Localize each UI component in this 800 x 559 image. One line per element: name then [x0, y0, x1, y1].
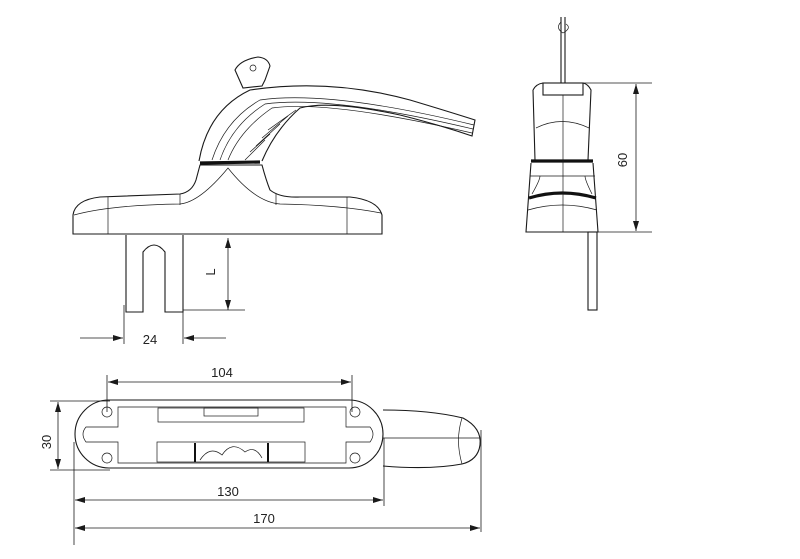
key-icon	[234, 56, 271, 89]
dimension-60: 60	[583, 82, 652, 233]
dimension-label-60: 60	[615, 153, 630, 167]
top-view: 104 30 130 170	[39, 365, 482, 545]
dimension-130: 130	[73, 438, 385, 545]
dimension-L: L	[183, 238, 245, 311]
dimension-24: 24	[80, 305, 226, 347]
dimension-label-170: 170	[253, 511, 275, 526]
dimension-30: 30	[39, 400, 110, 471]
front-view: 60	[525, 17, 652, 311]
dimension-label-L: L	[203, 268, 218, 275]
spindle	[125, 235, 184, 313]
dimension-label-30: 30	[39, 435, 54, 449]
dimension-label-104: 104	[211, 365, 233, 380]
dimension-label-130: 130	[217, 484, 239, 499]
handle-lever	[198, 85, 476, 165]
side-view: L 24	[72, 56, 476, 347]
dimension-104: 104	[106, 365, 353, 412]
dimension-170: 170	[75, 430, 482, 532]
dimension-label-24: 24	[143, 332, 157, 347]
base-plate	[72, 164, 383, 235]
